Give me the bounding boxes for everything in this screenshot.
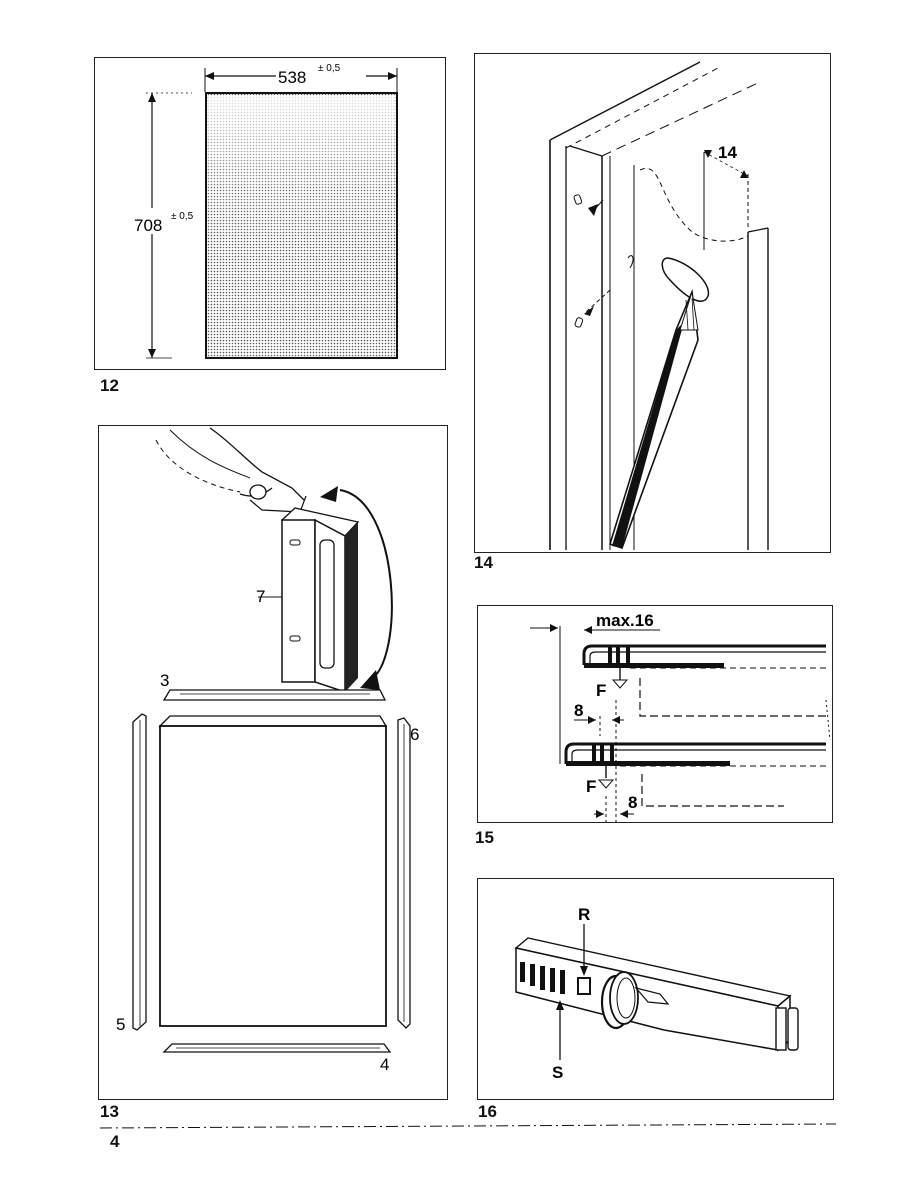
figure-16-frame <box>477 878 834 1100</box>
part-7-label: 7 <box>256 587 265 606</box>
max-dimension: max.16 <box>596 611 654 630</box>
figure-14-frame <box>474 53 831 553</box>
dimension-8-upper: 8 <box>574 701 583 720</box>
fastener-f-lower: F <box>586 777 596 796</box>
part-6-label: 6 <box>410 725 419 744</box>
figure-12-frame <box>94 57 446 370</box>
figure-15-label: 15 <box>475 828 494 847</box>
part-3-label: 3 <box>160 671 169 690</box>
figure-12-label: 12 <box>100 376 119 395</box>
figure-14-label: 14 <box>474 553 493 572</box>
dimension-14: 14 <box>718 143 737 162</box>
part-5-label: 5 <box>116 1015 125 1034</box>
figure-13-frame <box>98 425 448 1100</box>
figure-12-drawing: 538 ± 0,5 708 ± 0,5 <box>130 63 398 359</box>
figure-16-drawing: R S <box>514 905 799 1082</box>
page-number: 4 <box>110 1132 120 1151</box>
width-tolerance: ± 0,5 <box>318 63 341 74</box>
width-dimension: 538 <box>278 68 306 87</box>
height-tolerance: ± 0,5 <box>171 211 194 222</box>
fastener-f-upper: F <box>596 681 606 700</box>
part-r-label: R <box>578 905 590 924</box>
height-dimension: 708 <box>134 216 162 235</box>
footer-rule <box>99 1123 837 1129</box>
figure-13-label: 13 <box>100 1102 119 1121</box>
part-4-label: 4 <box>380 1055 389 1074</box>
figure-14-drawing: 14 <box>549 61 769 550</box>
part-s-label: S <box>552 1063 563 1082</box>
figure-15-drawing: max.16 F 8 F 8 <box>530 611 831 822</box>
figure-15-frame <box>477 605 833 823</box>
figure-16-label: 16 <box>478 1102 497 1121</box>
dimension-8-lower: 8 <box>628 793 637 812</box>
